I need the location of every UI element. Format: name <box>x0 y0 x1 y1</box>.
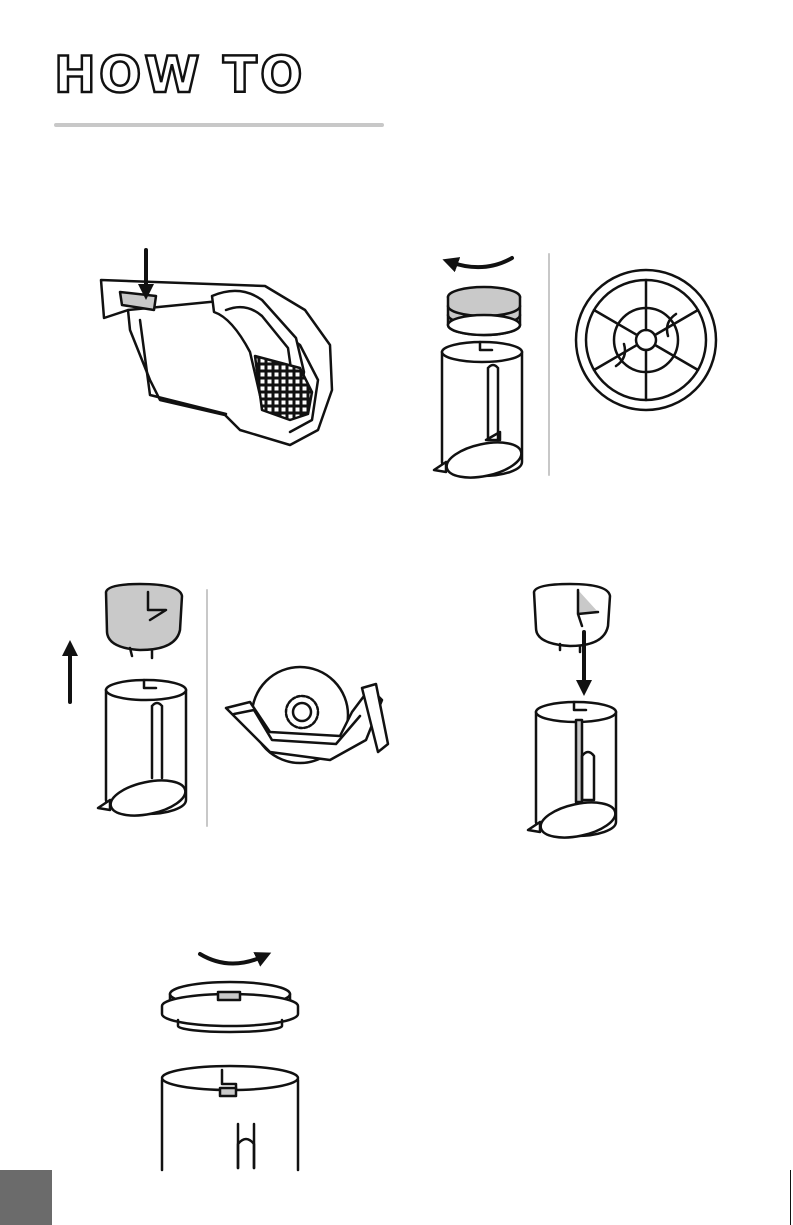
clockwise-arrow-icon <box>200 954 264 964</box>
cyclone-cap-illustration <box>534 584 610 652</box>
counterclockwise-arrow-icon <box>450 258 512 267</box>
cyclone-cap-illustration <box>106 584 182 658</box>
dust-bin-illustration <box>98 680 188 822</box>
page-number-tab <box>0 1170 52 1225</box>
filter-cap-illustration <box>162 982 298 1032</box>
filter-illustration <box>448 287 520 335</box>
dust-bin-illustration <box>528 702 618 844</box>
dust-bin-illustration <box>162 1066 298 1170</box>
page-edge-mark <box>790 1170 791 1225</box>
handheld-vacuum-illustration <box>101 280 332 445</box>
dust-bin-illustration <box>434 342 524 484</box>
filter-top-view-illustration <box>576 270 716 410</box>
open-bin-illustration <box>226 667 388 763</box>
